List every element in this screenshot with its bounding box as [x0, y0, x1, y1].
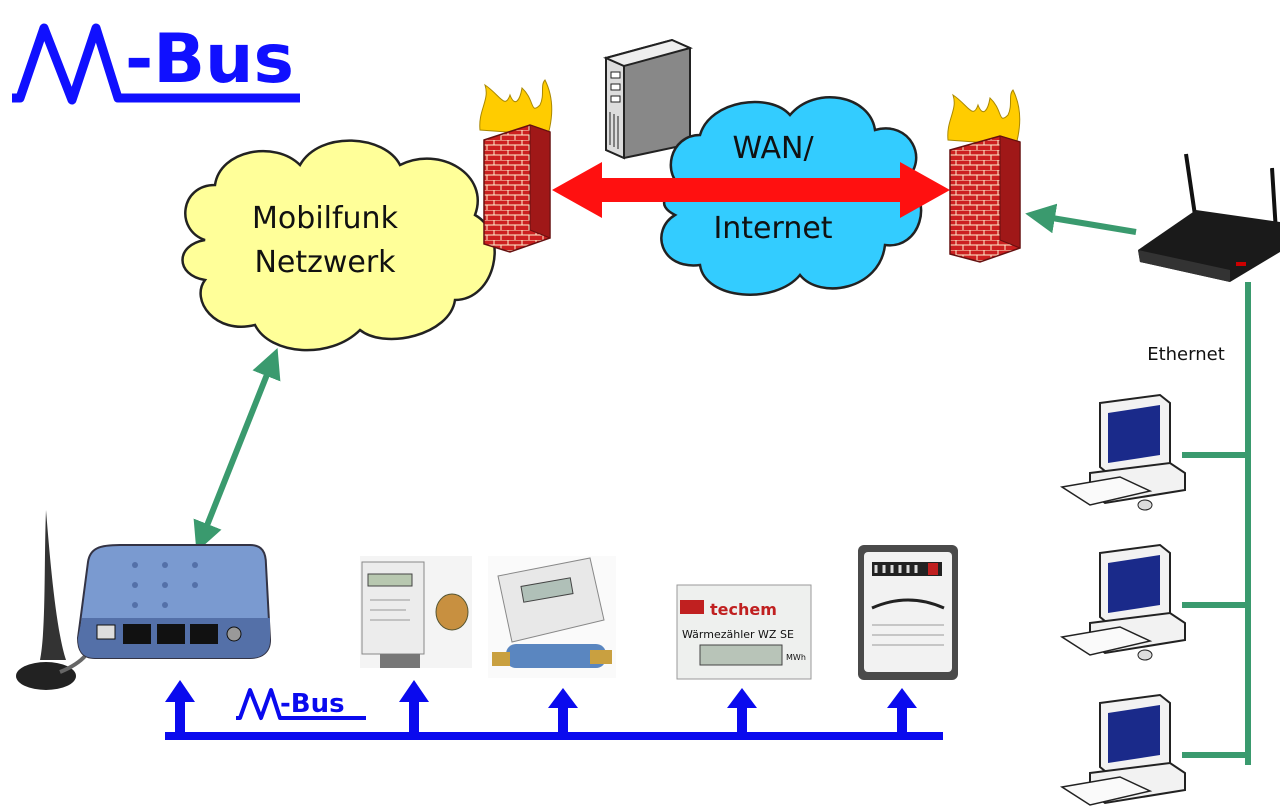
firewall-right-icon [947, 89, 1021, 263]
heat-meter-1 [360, 556, 472, 668]
gateway-mobile-link [193, 348, 281, 552]
internet-link-arrow [552, 162, 950, 218]
mobile-network-cloud: Mobilfunk Netzwerk [181, 139, 496, 352]
firewall-left-icon [479, 79, 553, 253]
bus-logo-wave [236, 688, 366, 720]
antenna-icon [16, 510, 88, 690]
server-icon [603, 38, 693, 160]
pc-icon-2 [1059, 543, 1186, 661]
electricity-meter [858, 545, 958, 680]
mobile-cloud-line1: Mobilfunk [252, 201, 399, 236]
ethernet-label: Ethernet [1147, 344, 1225, 365]
logo-text: -Bus [125, 20, 294, 99]
logo-wave [12, 23, 300, 105]
water-meter-2 [488, 556, 616, 678]
pc-icon-3 [1059, 693, 1186, 806]
pc-icon-1 [1059, 393, 1186, 511]
router-firewall-link [1025, 203, 1137, 235]
ethernet-backbone [1182, 282, 1251, 765]
bus-logo-text: -Bus [280, 689, 345, 719]
mbus-logo: -Bus [12, 20, 300, 105]
wan-cloud-line2: Internet [713, 211, 832, 246]
techem-brand: techem [710, 600, 777, 619]
wan-cloud-line1: WAN/ [732, 131, 814, 166]
router-icon [1138, 153, 1280, 282]
mobile-cloud-line2: Netzwerk [254, 245, 396, 280]
techem-caption: Wärmezähler WZ SE [682, 628, 794, 641]
techem-unit: MWh [786, 653, 806, 662]
mbus-bus-line: -Bus [165, 680, 943, 740]
techem-heat-meter: techem Wärmezähler WZ SE MWh [676, 584, 812, 680]
mbus-gateway-device [76, 544, 272, 659]
